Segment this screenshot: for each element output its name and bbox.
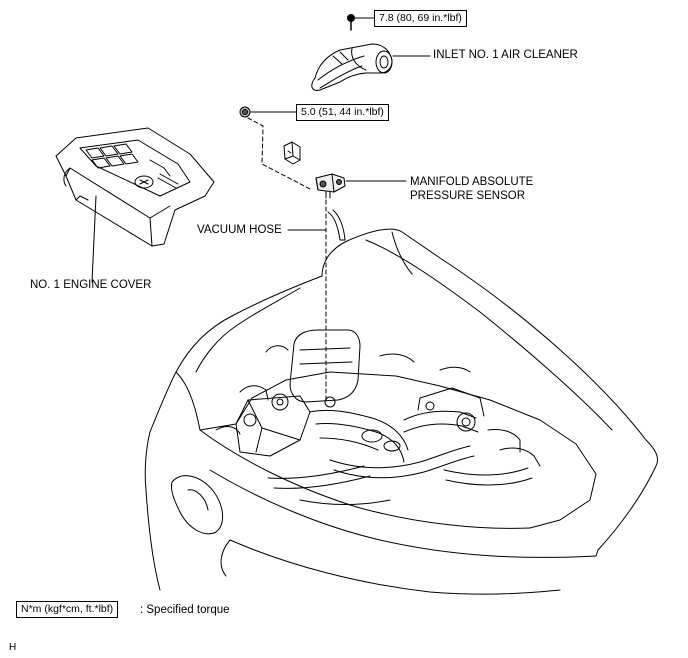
vehicle-engine-bay (144, 228, 659, 595)
engine-cover-label: NO. 1 ENGINE COVER (30, 279, 152, 291)
connector-part (283, 141, 301, 165)
inlet-air-cleaner-part (311, 43, 393, 91)
air-cleaner-bolt-icon (347, 14, 355, 31)
sensor-bolt-icon (239, 106, 251, 118)
map-sensor-label-line2: PRESSURE SENSOR (410, 190, 526, 202)
sensor-bolt-dashed-line (247, 117, 313, 191)
engine-cover-leader (91, 195, 97, 283)
corner-code: H (9, 642, 17, 653)
map-sensor-label-line1: MANIFOLD ABSOLUTE (410, 176, 534, 188)
map-sensor-part (315, 173, 346, 199)
engine-cover-part (55, 127, 215, 247)
engine-components (215, 329, 541, 505)
legend-unit-box: N*m (kgf*cm, ft.*lbf) (16, 601, 119, 618)
vacuum-hose-part (327, 209, 346, 241)
vacuum-hose-label: VACUUM HOSE (197, 224, 282, 236)
sensor-torque-spec: 5.0 (51, 44 in.*lbf) (296, 104, 389, 121)
legend-description: : Specified torque (140, 604, 230, 616)
air-cleaner-torque-spec: 7.8 (80, 69 in.*lbf) (374, 10, 467, 27)
inlet-air-cleaner-label: INLET NO. 1 AIR CLEANER (433, 49, 578, 61)
